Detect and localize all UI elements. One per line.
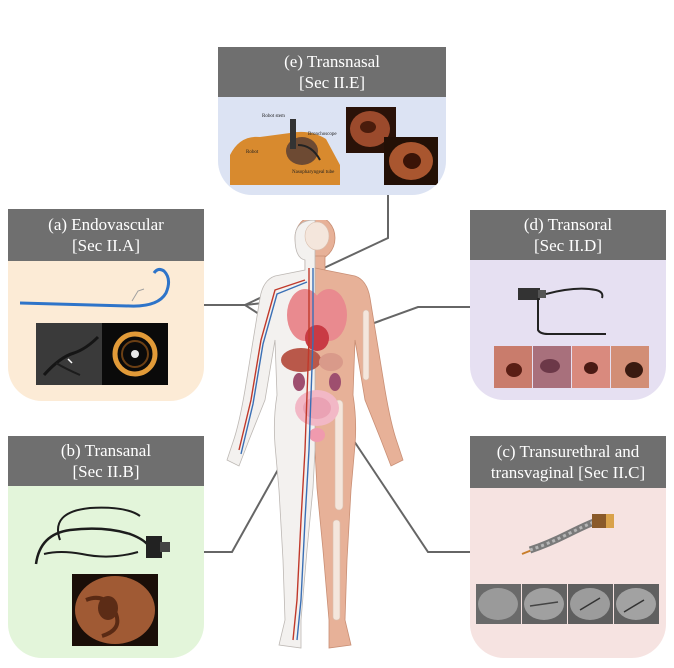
endovascular-angiogram-image [36,323,104,385]
panel-transanal: (b) Transanal [Sec II.B] [8,436,204,658]
panel-transurethral-title: (c) Transurethral and [496,442,640,461]
panel-transoral-section: [Sec II.D] [534,236,602,255]
panel-endovascular-header: (a) Endovascular [Sec II.A] [8,209,204,261]
transnasal-robot-illustration: Robot stem Bronchoscope Robot Nasopharyn… [230,114,340,185]
panel-transurethral-section: transvaginal [Sec II.C] [490,463,646,482]
panel-transoral-title: (d) Transoral [523,215,613,234]
label-robot-stem: Robot stem [262,114,285,119]
label-bronchoscope: Bronchoscope [308,132,337,137]
panel-transurethral-transvaginal: (c) Transurethral and transvaginal [Sec … [470,436,666,658]
panel-endovascular-section: [Sec II.A] [72,236,140,255]
panel-transnasal-section: [Sec II.E] [298,73,366,92]
transoral-endoscopic-views [494,346,649,388]
transnasal-endoscopic-view-2 [384,137,438,185]
panel-transurethral-header: (c) Transurethral and transvaginal [Sec … [470,436,666,488]
transoral-endoscope-illustration [518,287,606,335]
panel-transanal-title: (b) Transanal [60,441,152,460]
transanal-colonoscope-illustration [34,506,170,565]
panel-transoral: (d) Transoral [Sec II.D] [470,210,666,400]
transurethral-endoscopic-views [476,584,659,624]
panel-transanal-section: [Sec II.B] [72,462,140,481]
label-robot: Robot [246,150,259,155]
endovascular-oct-cross-section [102,323,168,385]
panel-transanal-header: (b) Transanal [Sec II.B] [8,436,204,486]
transurethral-instrument-illustration [521,514,614,555]
transanal-endoscopic-view [72,574,158,646]
panel-endovascular-title: (a) Endovascular [48,215,164,234]
human-body-illustration [226,220,404,649]
endovascular-catheter-illustration [20,267,171,308]
panel-transnasal-header: (e) Transnasal [Sec II.E] [218,47,446,97]
panel-transnasal-title: (e) Transnasal [284,52,380,71]
panel-endovascular: (a) Endovascular [Sec II.A] [8,209,204,401]
connector-transurethral [329,404,470,553]
panel-transnasal: (e) Transnasal [Sec II.E] Robot stem Bro… [218,47,446,195]
label-nasopharyngeal-tube: Nasopharyngeal tube [292,170,335,175]
panel-transoral-header: (d) Transoral [Sec II.D] [470,210,666,260]
